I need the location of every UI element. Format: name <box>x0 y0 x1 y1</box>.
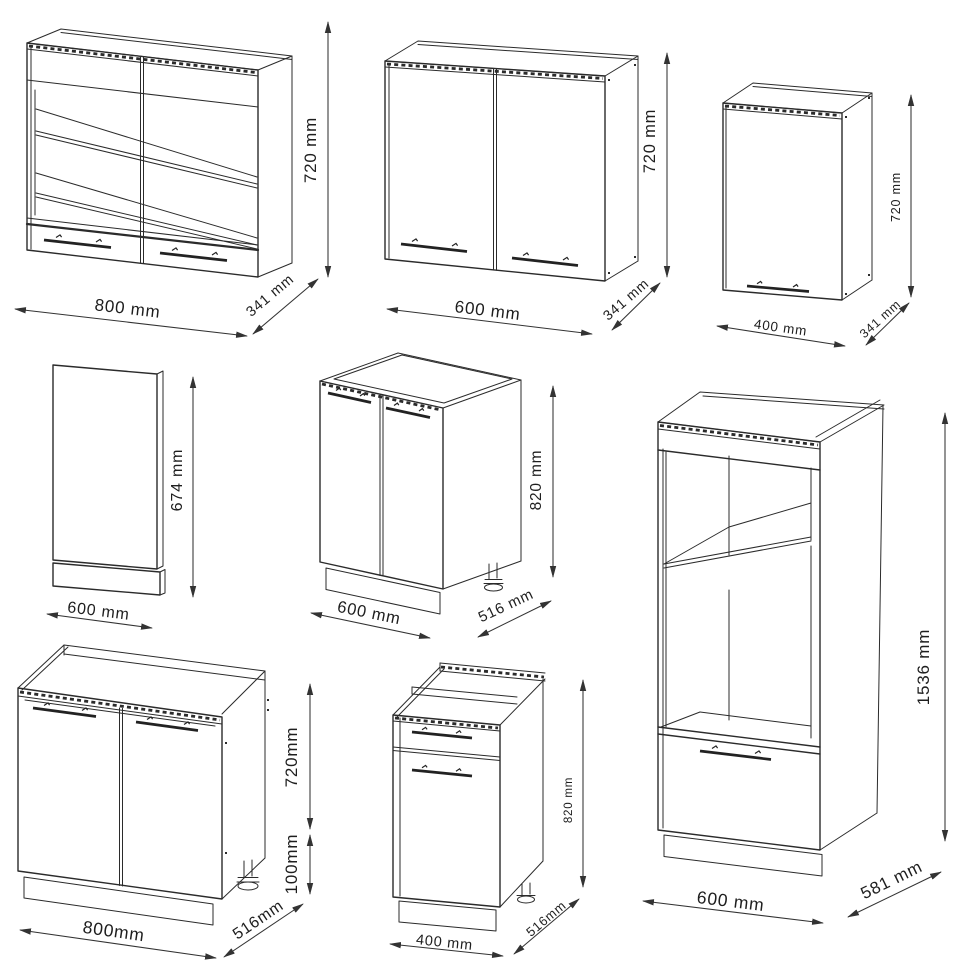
door-handle <box>32 702 97 718</box>
height-label: 674 mm <box>169 449 186 512</box>
adjustable-foot <box>236 859 260 891</box>
width-label: 600 mm <box>454 297 522 324</box>
height-label: 720 mm <box>889 172 903 222</box>
width-label: 800mm <box>82 917 147 945</box>
door-handle <box>135 716 199 732</box>
height-label: 720mm <box>282 727 301 788</box>
door-handle <box>411 764 473 778</box>
wall-cabinet-600-drawing <box>384 40 639 282</box>
base-cabinet-600-dimensions: 820 mm 600 mm 516 mm <box>310 385 557 639</box>
door-handle <box>159 247 228 262</box>
wall-cabinet-400-figure: 400 mm 341 mm 720 mm <box>716 82 915 348</box>
door-handle <box>327 387 372 404</box>
width-label: 600 mm <box>336 598 403 628</box>
door-handle <box>43 234 112 249</box>
sink-base-cabinet-800-drawing <box>17 644 269 926</box>
drawer-handle <box>699 745 772 761</box>
width-label: 800 mm <box>94 295 162 321</box>
plinth-height-label: 100mm <box>282 834 301 895</box>
tall-oven-cabinet-600-drawing <box>657 391 885 877</box>
width-label: 400 mm <box>415 932 474 954</box>
base-cabinet-600-drawing <box>319 352 522 615</box>
height-label: 1536 mm <box>914 629 933 705</box>
door-handle <box>746 280 810 293</box>
door-handle <box>385 402 431 419</box>
sink-base-cabinet-800-figure: 720mm 100mm 800mm 516mm <box>17 644 314 960</box>
adjustable-foot <box>483 562 504 592</box>
wall-cabinet-400-dimensions: 400 mm 341 mm 720 mm <box>716 94 915 348</box>
drawer-base-cabinet-400-drawing <box>392 662 546 932</box>
depth-label: 341 mm <box>243 271 297 320</box>
height-label: 720 mm <box>301 117 320 183</box>
base-cabinet-600-figure: 820 mm 600 mm 516 mm <box>310 352 557 639</box>
height-label: 820 mm <box>563 777 575 823</box>
wall-cabinet-600-figure: 600 mm 341 mm 720 mm <box>384 40 671 336</box>
shelf <box>663 502 812 569</box>
depth-label: 341 mm <box>857 297 904 341</box>
depth-label: 516 mm <box>476 586 537 626</box>
height-label: 820 mm <box>528 450 545 511</box>
height-label: 720 mm <box>641 109 659 173</box>
end-panel-600-dimensions: 674 mm 600 mm <box>46 376 197 630</box>
door-handle <box>511 252 579 267</box>
wall-glass-cabinet-800-figure: 800 mm 341 mm 720 mm <box>14 21 332 338</box>
door-handle <box>400 238 468 253</box>
depth-label: 516mm <box>523 898 569 940</box>
wall-cabinet-400-drawing <box>722 82 873 301</box>
wall-cabinet-600-dimensions: 600 mm 341 mm 720 mm <box>386 52 671 336</box>
drawer-handle <box>411 726 473 740</box>
tall-oven-cabinet-600-figure: 1536 mm 600 mm 581 mm <box>642 391 949 925</box>
width-label: 600 mm <box>66 599 130 624</box>
wall-glass-cabinet-800-drawing <box>25 28 293 278</box>
width-label: 400 mm <box>753 316 808 338</box>
end-panel-600-drawing <box>52 364 166 596</box>
end-panel-600-figure: 674 mm 600 mm <box>46 364 197 630</box>
drawer-base-cabinet-400-figure: 820 mm 400 mm 516mm <box>389 662 587 959</box>
wall-glass-cabinet-800-dimensions: 800 mm 341 mm 720 mm <box>14 21 332 338</box>
width-label: 600 mm <box>696 887 766 915</box>
